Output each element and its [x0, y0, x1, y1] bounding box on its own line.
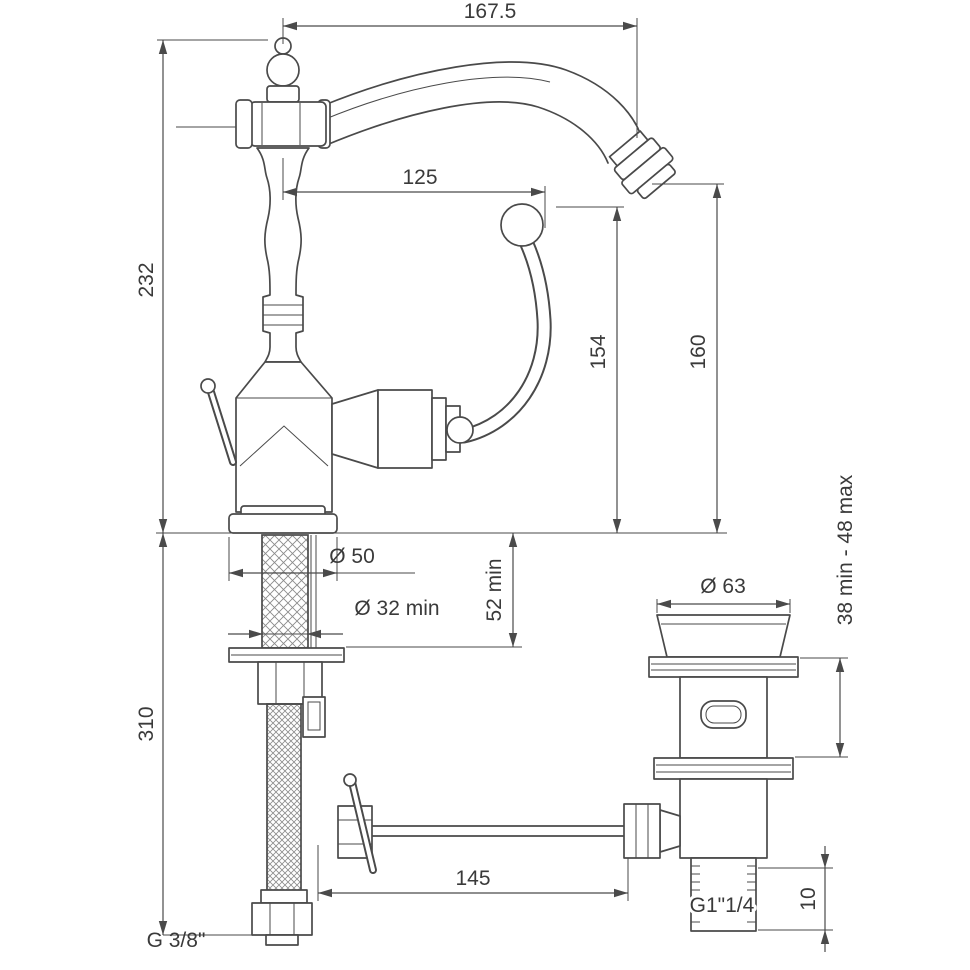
lever-handle: [446, 203, 552, 444]
dim-label-10: 10: [797, 887, 820, 910]
cartridge-boss: [331, 389, 461, 469]
dim-label-167-5: 167.5: [464, 0, 517, 23]
dim-label-125: 125: [402, 166, 437, 189]
pop-up-linkage-rod: [337, 773, 629, 874]
dim-label-52min: 52 min: [483, 558, 506, 621]
dim-base-diameter: Ø 50: [228, 537, 415, 581]
aerator: [608, 130, 676, 200]
dim-label-o32min: Ø 32 min: [354, 597, 439, 620]
dim-lever-offset: 125: [282, 158, 546, 228]
dimensions: 167.5 232 125 154 160 Ø: [135, 0, 857, 952]
drain-assembly: [623, 614, 799, 932]
dim-waste-flange-diameter: Ø 63: [656, 575, 791, 613]
lever-joint-ball: [446, 416, 474, 444]
dim-label-145: 145: [455, 867, 490, 890]
dim-hole-diameter: Ø 32 min: [228, 597, 440, 639]
supply-hose: [251, 703, 313, 946]
dim-outlet-height: 160: [652, 183, 724, 533]
dim-spout-height: 232: [135, 39, 268, 533]
dim-deck-clearance: 52 min: [346, 533, 522, 648]
base-flange: [228, 505, 338, 534]
dim-label-232: 232: [135, 262, 158, 297]
lever-knob-ball: [500, 203, 544, 247]
dim-rod-length: 145: [317, 845, 629, 901]
dim-thread-length: 10: [758, 846, 833, 952]
dim-label-310: 310: [135, 706, 158, 741]
faucet-body: [235, 361, 333, 513]
spout-joint-barrel: [176, 99, 331, 149]
faucet: [176, 37, 676, 534]
label-supply-thread: G 3/8": [147, 929, 206, 952]
linkage-port: [659, 809, 681, 853]
dim-lever-height: 154: [556, 206, 624, 533]
thread-labels: G 3/8" G1"1/4: [147, 891, 758, 952]
dim-label-38-48: 38 min - 48 max: [834, 474, 857, 625]
label-waste-thread: G1"1/4: [690, 894, 755, 917]
dim-label-154: 154: [587, 334, 610, 369]
dim-label-o50: Ø 50: [329, 545, 375, 568]
mounting-shank: [261, 534, 309, 649]
spout: [321, 61, 644, 164]
dim-hose-length: 310: [135, 533, 252, 936]
rod-clevis: [302, 696, 326, 738]
pull-rod-knob: [200, 378, 237, 466]
finial: [266, 37, 300, 103]
dim-spout-reach: 167.5: [282, 0, 638, 138]
dim-label-o63: Ø 63: [700, 575, 746, 598]
dim-deck-thickness-range: 38 min - 48 max: [795, 474, 857, 758]
mounting-washer-and-nut: [228, 647, 345, 705]
drain-tailpiece: [690, 857, 757, 932]
dim-label-160: 160: [687, 334, 710, 369]
